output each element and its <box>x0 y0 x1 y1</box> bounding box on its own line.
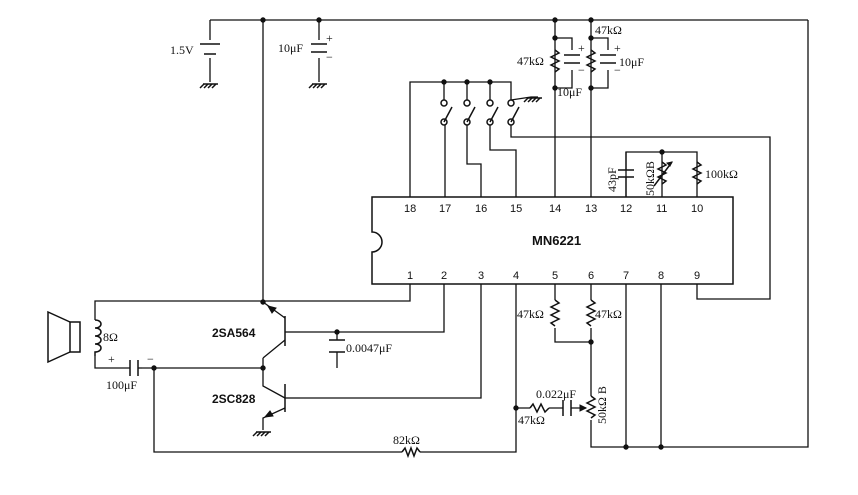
battery-symbol <box>200 43 220 55</box>
ground-icon <box>199 83 218 89</box>
pin-label: 11 <box>656 203 667 215</box>
resistor-symbol <box>585 299 597 327</box>
transistor-label: 2SA564 <box>212 326 256 340</box>
pin-label: 3 <box>478 270 484 282</box>
pin-label: 9 <box>694 270 700 282</box>
wires <box>94 19 809 453</box>
capacitor-label: 43pF <box>605 167 619 192</box>
pin-label: 12 <box>620 203 632 215</box>
resistor-label: 47kΩ <box>595 23 622 37</box>
capacitor-label: 10μF <box>619 55 644 69</box>
potentiometer-symbol <box>579 395 597 419</box>
resistor-symbol <box>585 49 597 73</box>
pin-label: 13 <box>585 203 597 215</box>
potentiometer-symbol <box>653 161 673 187</box>
pin-label: 2 <box>441 270 447 282</box>
polarity-plus: + <box>578 41 585 55</box>
pin-label: 16 <box>475 203 487 215</box>
resistor-label: 47kΩ <box>518 413 545 427</box>
resistor-label: 100kΩ <box>705 167 738 181</box>
polarity-plus: + <box>108 352 115 366</box>
polarity-minus: − <box>147 352 154 366</box>
ground-icon <box>523 97 542 103</box>
component-labels: 1.5V 10μF + − 47kΩ 47kΩ 10μF 10μF + − + … <box>103 23 738 447</box>
ic-top-pins: 18 17 16 15 14 13 12 11 10 <box>404 203 703 215</box>
pin-label: 18 <box>404 203 416 215</box>
pin-label: 17 <box>439 203 451 215</box>
potentiometer-label: 50kΩB <box>643 161 657 196</box>
pnp-transistor-symbol <box>266 305 300 346</box>
pin-label: 14 <box>549 203 561 215</box>
capacitor-symbol <box>329 339 345 353</box>
capacitor-symbol <box>600 54 616 64</box>
resistor-label: 47kΩ <box>517 54 544 68</box>
potentiometer-label: 50kΩ B <box>595 386 609 424</box>
resistor-symbol <box>691 161 703 185</box>
pin-label: 4 <box>513 270 519 282</box>
ground-icon <box>308 83 327 89</box>
capacitor-label: 10μF <box>557 85 582 99</box>
pin-label: 15 <box>510 203 522 215</box>
polarity-plus: + <box>326 31 333 45</box>
pin-label: 6 <box>588 270 594 282</box>
pin-label: 10 <box>691 203 703 215</box>
supply-cap-label: 10μF <box>278 41 303 55</box>
polarity-minus: − <box>578 63 585 77</box>
speaker-icon <box>47 310 102 364</box>
pin-label: 1 <box>407 270 413 282</box>
resistor-label: 47kΩ <box>517 307 544 321</box>
ic-mn6221: MN6221 <box>371 196 734 285</box>
chip-label: MN6221 <box>532 233 581 248</box>
ic-bottom-pins: 1 2 3 4 5 6 7 8 9 <box>407 270 700 282</box>
resistor-symbol <box>549 49 561 73</box>
switch-bank <box>440 99 520 126</box>
resistor-label: 47kΩ <box>595 307 622 321</box>
transistor-label: 2SC828 <box>212 392 256 406</box>
ground-icon <box>252 431 271 437</box>
resistor-symbol <box>401 445 421 459</box>
resistor-label: 82kΩ <box>393 433 420 447</box>
pin-label: 7 <box>623 270 629 282</box>
polarity-minus: − <box>326 50 333 64</box>
speaker-impedance-label: 8Ω <box>103 330 118 344</box>
capacitor-label: 0.0047μF <box>346 341 392 355</box>
capacitor-label: 100μF <box>106 378 137 392</box>
resistor-symbol <box>549 299 561 327</box>
npn-transistor-symbol <box>263 384 300 418</box>
capacitor-symbol <box>562 400 572 416</box>
capacitor-symbol <box>618 152 634 197</box>
polarity-plus: + <box>614 41 621 55</box>
capacitor-symbol <box>311 43 327 53</box>
capacitor-label: 0.022μF <box>536 387 576 401</box>
pin-label: 5 <box>552 270 558 282</box>
capacitor-symbol <box>129 360 142 376</box>
battery-voltage-label: 1.5V <box>170 43 194 57</box>
pin-label: 8 <box>658 270 664 282</box>
junction-dots <box>151 17 665 450</box>
resistor-symbol <box>529 402 550 414</box>
polarity-minus: − <box>614 63 621 77</box>
capacitor-symbol <box>564 54 580 64</box>
